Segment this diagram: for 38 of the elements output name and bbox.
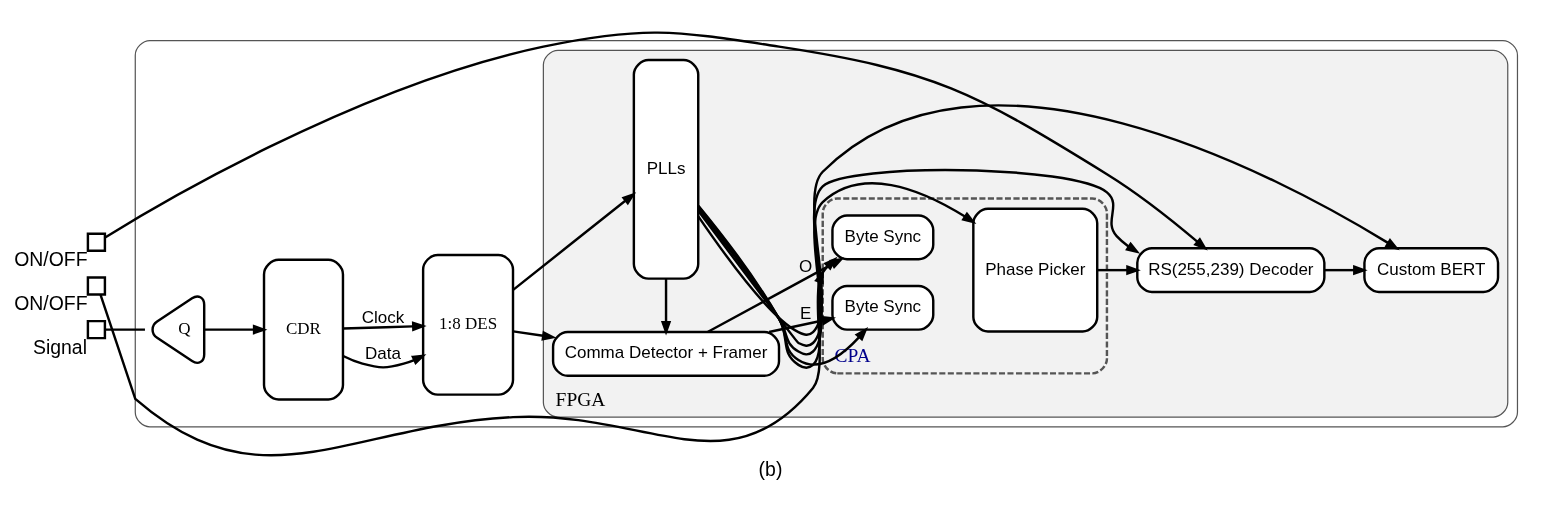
arrow	[1324, 265, 1368, 276]
node-box	[86, 276, 107, 296]
arrow	[1097, 265, 1141, 276]
arrow	[697, 204, 838, 369]
node-box: Phase Picker	[972, 207, 1099, 333]
edge-label: Data	[365, 344, 402, 364]
arrow	[768, 315, 836, 334]
edge-label: Clock	[361, 307, 405, 327]
arrow	[204, 324, 268, 335]
node-box	[86, 232, 107, 252]
node-box: Byte Sync	[831, 284, 935, 331]
node-label: ON/OFF	[14, 248, 88, 271]
node-label: Signal	[32, 335, 87, 358]
node-box: RS(255,239) Decoder	[1136, 247, 1326, 294]
caption: (b)	[758, 457, 783, 480]
node-box: CDR	[262, 258, 345, 401]
arrow	[697, 205, 869, 366]
arrow	[343, 321, 427, 332]
arrow	[660, 278, 672, 336]
edge-label: E	[800, 303, 812, 323]
node-box: Custom BERT	[1363, 247, 1500, 294]
node-label: ON/OFF	[14, 291, 88, 314]
node-box	[86, 319, 107, 340]
connector	[104, 328, 145, 331]
node-box: 1:8 DES	[421, 253, 515, 396]
arrow	[697, 169, 1141, 347]
edge-label: O	[799, 256, 813, 276]
arrow	[512, 192, 637, 291]
arrow	[513, 330, 557, 341]
cluster	[134, 39, 1519, 428]
arrow	[342, 354, 427, 369]
arrow	[99, 269, 824, 457]
arrow	[697, 182, 977, 356]
node-box: PLLs	[632, 58, 700, 280]
node-box: Byte Sync	[831, 214, 935, 261]
arrow	[697, 104, 1400, 336]
node-box: Comma Detector + Framer	[551, 330, 781, 377]
arrow	[104, 31, 1208, 251]
